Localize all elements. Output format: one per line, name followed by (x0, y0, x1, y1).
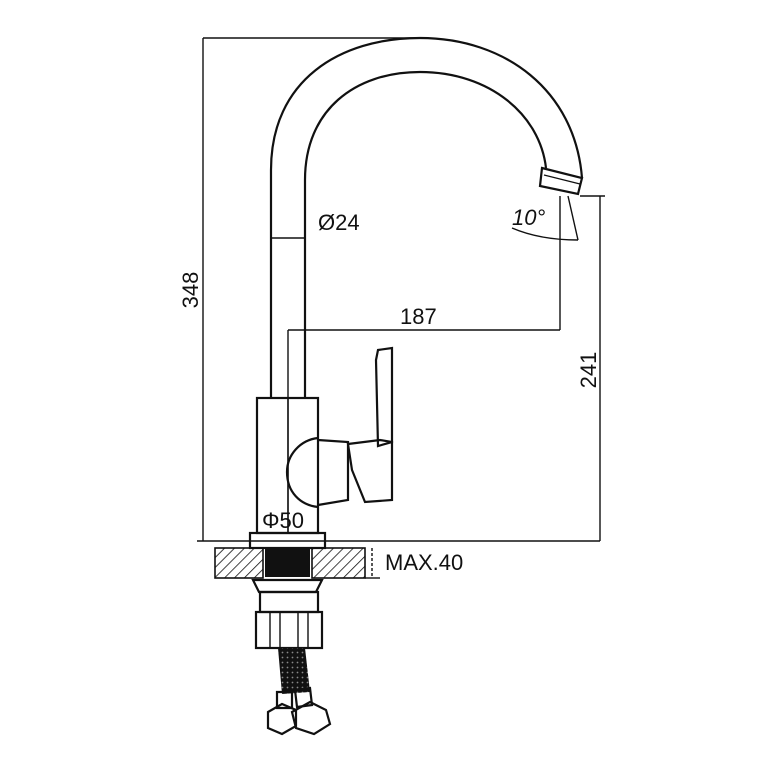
angle-dimension: 10° (511, 195, 579, 245)
mounting-fitting (251, 578, 324, 650)
spout (269, 36, 584, 398)
base-dimension: Φ50 (248, 508, 327, 550)
countertop-section: MAX.40 (214, 547, 463, 579)
faucet-body (255, 346, 394, 535)
base-diameter-label: Φ50 (262, 508, 304, 533)
spout-height-label: 241 (576, 352, 601, 389)
height-dimension: 348 (178, 37, 600, 542)
reach-label: 187 (400, 304, 437, 329)
reach-dimension: 187 (287, 245, 561, 533)
supply-hoses (266, 648, 332, 736)
angle-label: 10° (512, 205, 545, 230)
pipe-diameter-label: Ø24 (318, 210, 360, 235)
spout-height-dimension: 241 (576, 195, 605, 541)
max-thickness-label: MAX.40 (385, 550, 463, 575)
pipe-diameter-dimension: Ø24 (271, 210, 360, 239)
height-label: 348 (178, 272, 203, 309)
